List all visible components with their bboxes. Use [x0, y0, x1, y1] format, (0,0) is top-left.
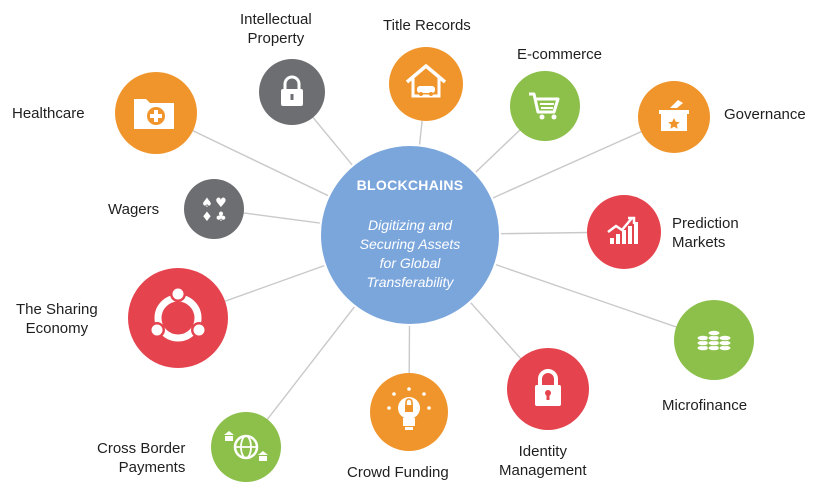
node-sharing-economy — [128, 268, 228, 368]
node-prediction-markets — [587, 195, 661, 269]
center-title: BLOCKCHAINS — [356, 177, 464, 193]
svg-text:♣: ♣ — [215, 210, 227, 225]
svg-text:♥: ♥ — [215, 196, 227, 211]
label-e-commerce: E-commerce — [517, 46, 603, 63]
node-circles: ♠♥♦♣ — [115, 47, 754, 482]
bar-chart-icon — [607, 216, 638, 244]
medical-folder-icon — [134, 99, 174, 129]
node-circle-e-commerce — [510, 71, 580, 141]
node-circle-wagers — [184, 179, 244, 239]
node-e-commerce — [510, 71, 580, 141]
label-cross-border-payments: Cross Border Payments — [97, 440, 186, 476]
label-wagers: Wagers — [108, 201, 160, 218]
svg-text:♠: ♠ — [201, 196, 213, 211]
coin-stacks-icon — [696, 329, 732, 352]
label-intellectual-property: Intellectual Property — [240, 11, 312, 47]
node-governance — [638, 81, 710, 153]
node-wagers: ♠♥♦♣ — [184, 179, 244, 239]
label-crowd-funding: Crowd Funding — [347, 464, 449, 481]
globe-bank-icon — [224, 431, 268, 461]
label-title-records: Title Records — [383, 17, 471, 34]
label-prediction-markets: Prediction Markets — [672, 215, 739, 251]
label-identity-management: Identity Management — [499, 443, 587, 479]
center-hub — [319, 144, 501, 326]
node-circle-title-records — [389, 47, 463, 121]
padlock-icon — [281, 75, 303, 106]
label-microfinance: Microfinance — [662, 397, 748, 414]
center-subtitle: Digitizing and Securing Assets for Globa… — [359, 217, 461, 290]
svg-text:♦: ♦ — [201, 210, 213, 225]
node-circle-sharing-economy — [128, 268, 228, 368]
node-crowd-funding — [370, 373, 448, 451]
shopping-cart-icon — [529, 92, 560, 120]
sharing-circle-icon — [149, 286, 207, 342]
house-car-icon — [405, 64, 447, 98]
ballot-box-icon — [659, 100, 689, 131]
lightbulb-icon — [387, 387, 431, 430]
label-governance: Governance — [724, 106, 806, 123]
node-intellectual-property — [259, 59, 325, 125]
node-cross-border — [211, 412, 281, 482]
node-title-records — [389, 47, 463, 121]
node-healthcare — [115, 72, 197, 154]
label-sharing-economy: The Sharing Economy — [16, 301, 98, 337]
card-suits-icon: ♠♥♦♣ — [201, 196, 227, 225]
node-microfinance — [674, 300, 754, 380]
lock-icon — [535, 369, 561, 406]
node-identity — [507, 348, 589, 430]
label-healthcare: Healthcare — [12, 105, 85, 122]
